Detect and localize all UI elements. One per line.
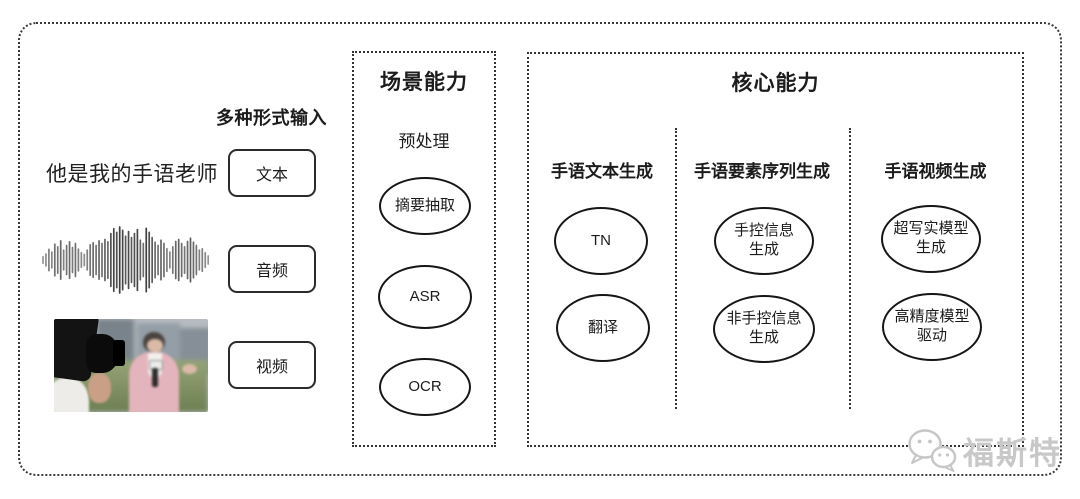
column-header-sign-video-generation: 手语视频生成: [884, 162, 987, 181]
outer-dotted-frame: [18, 22, 1062, 476]
wechat-icon: [908, 429, 957, 472]
node-ocr-label: OCR: [408, 377, 442, 395]
input-box-video: 视频: [228, 341, 316, 389]
watermark-text: 福斯特: [963, 435, 1062, 471]
node-manual-info-generation: 手控信息 生成: [714, 207, 814, 275]
watermark: 福斯特: [905, 426, 1062, 474]
node-translation: 翻译: [556, 294, 650, 362]
text-input-sample: 他是我的手语老师: [46, 163, 218, 186]
node-translation-label: 翻译: [587, 318, 618, 336]
column-header-sign-element-sequence-generation: 手语要素序列生成: [694, 162, 830, 181]
input-box-text: 文本: [228, 149, 316, 197]
node-summary-extraction: 摘要抽取: [379, 177, 471, 235]
core-panel-title: 核心能力: [731, 72, 820, 95]
reporter-figure: [54, 319, 208, 412]
node-nonmanual-info-generation-label: 非手控信息 生成: [726, 310, 802, 346]
node-manual-info-generation-label: 手控信息 生成: [733, 222, 794, 258]
core-capability-panel: 核心能力 手语文本生成 手语要素序列生成 手语视频生成 TN 翻译 手控信息 生…: [527, 52, 1024, 447]
scene-capability-panel: 场景能力 预处理 摘要抽取 ASR OCR: [352, 51, 496, 447]
node-asr-label: ASR: [409, 287, 441, 305]
node-high-precision-model-driving: 高精度模型 驱动: [882, 293, 982, 361]
cameraman-arm: [87, 372, 111, 403]
video-thumbnail: [54, 319, 208, 412]
node-hyperrealistic-model-generation-label: 超写实模型 生成: [893, 220, 969, 256]
audio-waveform-icon: [42, 226, 210, 294]
preprocessing-label: 预处理: [398, 132, 450, 151]
node-hyperrealistic-model-generation: 超写实模型 生成: [881, 205, 981, 273]
node-high-precision-model-driving-label: 高精度模型 驱动: [894, 308, 970, 344]
input-box-text-label: 文本: [255, 167, 288, 184]
column-divider-1: [675, 128, 677, 409]
input-box-video-label: 视频: [255, 359, 288, 376]
node-ocr: OCR: [379, 358, 471, 416]
input-section-title: 多种形式输入: [216, 108, 327, 128]
scene-panel-title: 场景能力: [380, 71, 468, 94]
column-divider-2: [849, 128, 851, 409]
column-header-sign-text-generation: 手语文本生成: [551, 162, 653, 181]
input-box-audio: 音频: [228, 245, 316, 293]
input-box-audio-label: 音频: [255, 263, 288, 280]
node-asr: ASR: [378, 265, 472, 329]
node-nonmanual-info-generation: 非手控信息 生成: [713, 295, 815, 363]
node-tn: TN: [554, 207, 648, 275]
node-tn-label: TN: [591, 231, 611, 249]
node-summary-extraction-label: 摘要抽取: [394, 196, 455, 214]
camera-hood: [112, 340, 125, 367]
